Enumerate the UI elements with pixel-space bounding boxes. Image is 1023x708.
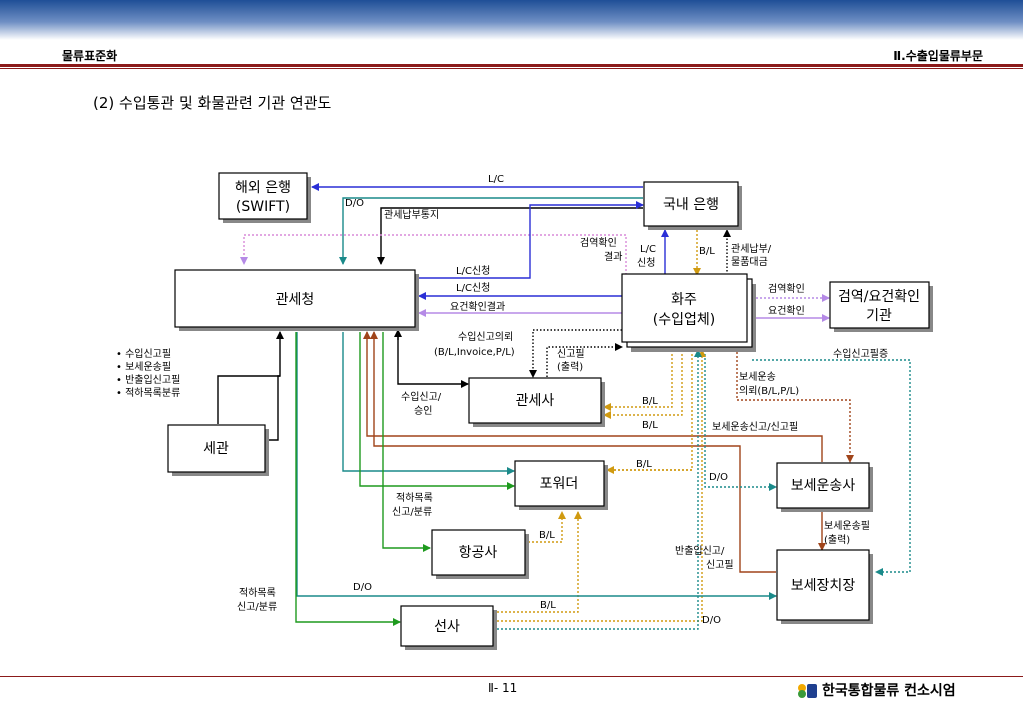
brand-logo-icon [798,684,817,698]
label-report-done-print-2: (출력) [557,361,583,373]
footer-rule [0,676,1023,677]
label-bonded-request-2: 의뢰(B/L,P/L) [739,385,799,397]
header-right: Ⅱ.수출입물류부문 [893,49,983,63]
label-lc-apply-2: L/C신청 [456,282,490,294]
node-forwarder-label: 포워더 [540,476,579,492]
node-foreign-bank [218,172,308,220]
label-lc-apply-v-2: 신청 [637,257,655,269]
label-import-report-request-2: (B/L,Invoice,P/L) [434,347,515,358]
label-bl-forwarder: B/L [636,459,652,470]
page-number: Ⅱ- 11 [488,681,518,695]
label-import-report-approval-1: 수입신고/ [401,390,442,403]
label-bl-airline: B/L [539,530,555,541]
label-lc-apply-1: L/C신청 [456,265,490,277]
node-airline [431,529,526,576]
label-manifest-report-1-line2: 신고/분류 [392,506,432,518]
label-customs-pay-notice: 관세납부통지 [384,209,439,221]
label-bonded-done-print-2: (출력) [824,534,850,546]
node-shipping-line [400,605,494,647]
label-bl-broker-2: B/L [642,420,658,431]
node-bonded-warehouse [776,549,870,621]
label-requirement-result: 요건확인결과 [450,301,505,313]
label-bonded-report: 보세운송신고/신고필 [712,421,798,433]
label-do-shipping: D/O [702,615,721,626]
node-airline-label: 항공사 [459,545,498,561]
label-quarantine-result-1: 검역확인 [580,237,617,249]
label-do-left: D/O [345,198,364,209]
footer-brand: 한국통합물류 컨소시엄 [796,680,956,700]
label-quarantine-result-2: 결과 [604,251,622,263]
label-manifest-report-2-line2: 신고/분류 [237,601,277,613]
label-bonded-request-1: 보세운송 [739,371,776,383]
label-manifest-report-2-line1: 적하목록 [239,586,276,599]
label-manifest-report-1-line1: 적하목록 [396,491,433,504]
node-inspection-line2: 기관 [866,308,892,324]
node-customs-office-label: 관세청 [276,292,315,308]
header-rule [0,64,1023,67]
node-customs-broker-label: 관세사 [516,393,555,409]
label-inout-report-1: 반출입신고/ [675,544,725,557]
customs-list-item-4: • 적하목록분류 [116,386,180,399]
label-bl-broker-1: B/L [642,396,658,407]
label-duty-payment-2: 물품대금 [731,256,768,268]
node-forwarder [514,460,605,507]
label-do-transport: D/O [709,472,728,483]
label-duty-payment-1: 관세납부/ [731,243,772,255]
label-report-done-print-1: 신고필 [557,348,585,360]
section-title: (2) 수입통관 및 화물관련 기관 연관도 [93,94,332,112]
node-customs-broker [468,377,602,424]
node-inspection [829,281,930,329]
header-left: 물류표준화 [62,49,118,63]
label-quarantine-confirm: 검역확인 [768,283,805,295]
label-bl-shipping: B/L [540,600,556,611]
node-shipper [621,273,748,343]
node-shipper-line1: 화주 [671,292,697,308]
label-do-bottom: D/O [353,582,372,593]
node-shipper-line2: (수입업체) [653,312,715,328]
header-rule-thin [0,68,1023,69]
label-import-report-approval-2: 승인 [414,405,432,417]
node-foreign-bank-line1: 해외 은행 [235,180,291,196]
customs-list-item-2: • 보세운송필 [116,361,171,373]
label-bonded-done-print-1: 보세운송필 [824,520,870,532]
label-requirement-confirm: 요건확인 [768,305,805,317]
label-bl-v: B/L [699,246,715,257]
footer-brand-text: 한국통합물류 컨소시엄 [822,683,956,699]
customs-list-item-3: • 반출입신고필 [116,373,180,386]
node-bonded-transport [776,462,870,509]
label-lc-apply-v-1: L/C [640,244,656,255]
node-customs-office [174,269,416,328]
label-import-report-request-1: 수입신고의뢰 [458,330,513,343]
label-inout-report-2: 신고필 [706,559,734,571]
node-customs-label: 세관 [203,441,229,457]
node-shipping-line-label: 선사 [434,619,460,635]
customs-list-item-1: • 수입신고필 [116,347,171,360]
node-foreign-bank-line2: (SWIFT) [236,199,290,215]
label-import-cert: 수입신고필증 [833,347,888,360]
node-bonded-warehouse-label: 보세장치장 [791,578,856,594]
node-domestic-bank [643,181,739,227]
node-bonded-transport-label: 보세운송사 [791,478,856,494]
label-lc-top: L/C [488,174,504,185]
node-inspection-line1: 검역/요건확인 [838,289,920,305]
header-band [0,0,1023,40]
node-customs [167,424,266,473]
node-domestic-bank-label: 국내 은행 [663,197,719,213]
